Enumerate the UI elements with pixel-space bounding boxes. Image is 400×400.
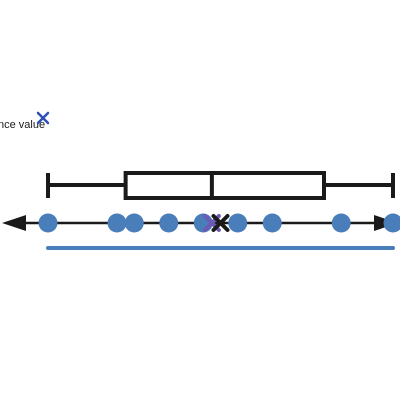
summary-markers <box>202 214 230 232</box>
data-point <box>331 213 351 233</box>
box-plot <box>46 171 395 200</box>
iqr-box <box>123 171 326 200</box>
median-marker-icon <box>211 214 230 232</box>
data-point <box>228 213 248 233</box>
data-point <box>262 213 282 233</box>
x-cross-icon <box>36 111 50 125</box>
data-point <box>159 213 179 233</box>
legend-label: nce value <box>0 119 45 131</box>
data-point <box>124 213 144 233</box>
data-point <box>107 213 127 233</box>
data-point <box>383 213 400 233</box>
data-point <box>38 213 58 233</box>
left-arrow-icon <box>2 215 26 231</box>
legend: nce value <box>0 111 50 131</box>
